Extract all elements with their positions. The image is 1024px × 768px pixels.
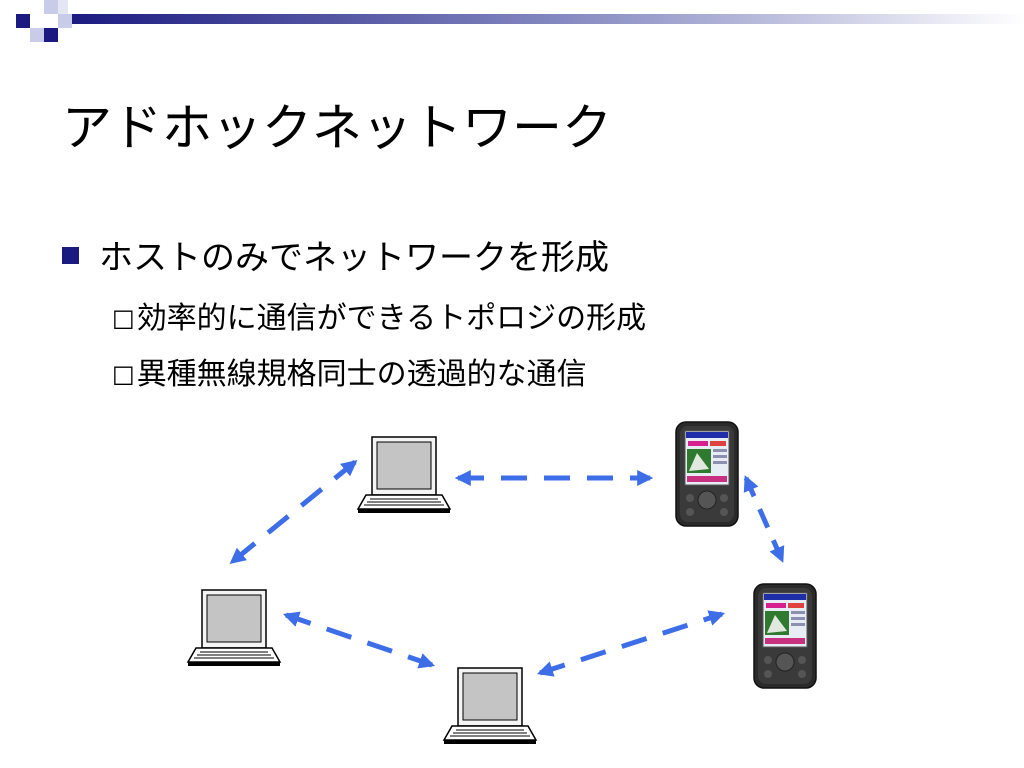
laptop-icon [357,436,451,514]
bullet-text: ホストのみでネットワークを形成 [99,238,609,278]
hollow-square-bullet-icon: □ [112,304,135,332]
pda-icon [675,421,739,527]
link-laptop-left-to-laptop-bottom [282,611,436,669]
square-bullet-icon [62,247,79,264]
sub-bullet-text: 異種無線規格同士の透過的な通信 [136,357,587,392]
bullet-item: ホストのみでネットワークを形成 [62,234,609,282]
laptop-icon [187,589,281,667]
link-laptop-top-to-laptop-left [229,459,358,565]
sub-bullet-text: 効率的に通信ができるトポロジの形成 [136,301,647,336]
header-decorative-band [16,0,1024,42]
link-pda-top-right-to-pda-right [743,475,785,563]
laptop-icon [443,667,537,745]
hollow-square-bullet-icon: □ [112,360,135,388]
slide-title: アドホックネットワーク [62,99,612,157]
link-laptop-bottom-to-pda-right [536,610,726,677]
pda-icon [753,583,817,689]
sub-bullet-item: □効率的に通信ができるトポロジの形成 [112,297,646,340]
sub-bullet-item: □異種無線規格同士の透過的な通信 [112,353,587,396]
